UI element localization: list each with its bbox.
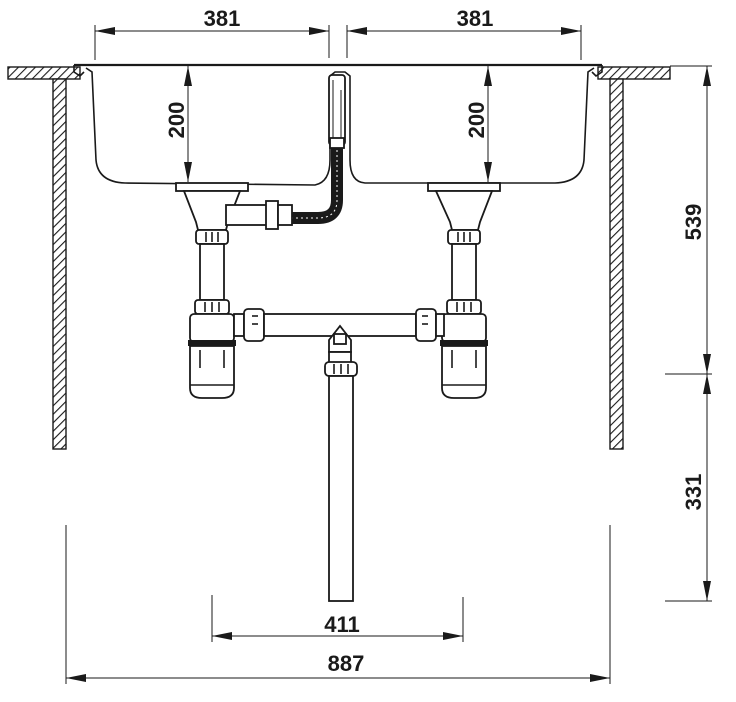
- dimension-bowl-right-depth: 200: [464, 66, 492, 182]
- countertop-right: [597, 66, 671, 80]
- label-bowl-left-width: 381: [204, 6, 241, 31]
- dimension-cabinet-upper-height: 539: [665, 65, 712, 375]
- dimension-drain-spacing: 411: [211, 595, 464, 642]
- outlet-pipe: [324, 324, 358, 602]
- label-total-width: 887: [328, 651, 365, 676]
- dimension-total-width: 887: [65, 525, 611, 684]
- label-bowl-left-depth: 200: [164, 102, 189, 139]
- overflow-assembly: [290, 74, 346, 224]
- dimension-bowl-left-depth: 200: [164, 66, 192, 182]
- cabinet-wall-right: [609, 78, 624, 450]
- dimension-bowl-right-width: 381: [346, 6, 582, 60]
- label-bowl-right-depth: 200: [464, 102, 489, 139]
- sink-body: [73, 63, 603, 186]
- countertop-left: [7, 66, 81, 80]
- dimension-cabinet-lower-height: 331: [665, 374, 712, 602]
- label-bowl-right-width: 381: [457, 6, 494, 31]
- drain-left: [175, 182, 293, 399]
- label-cabinet-upper-height: 539: [681, 204, 706, 241]
- label-drain-spacing: 411: [324, 612, 360, 637]
- drain-right: [427, 182, 501, 399]
- cabinet-wall-left: [52, 78, 67, 450]
- dimension-bowl-left-width: 381: [94, 6, 330, 60]
- label-cabinet-lower-height: 331: [681, 474, 706, 511]
